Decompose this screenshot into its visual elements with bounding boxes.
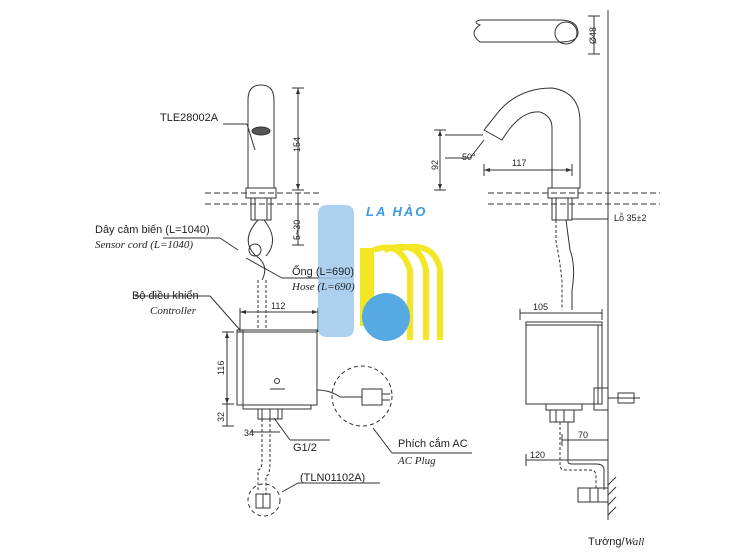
sensor-cord-label-vi: Dây cảm biến (L=1040) (95, 224, 210, 236)
dim-105: 105 (533, 302, 549, 312)
controller-box-right (525, 321, 603, 405)
dim-70: 70 (578, 430, 589, 440)
watermark-text: LA HÀO (366, 204, 428, 219)
ac-plug-label-en: AC Plug (398, 455, 436, 467)
dim-32: 32 (216, 411, 226, 422)
model-faucet-label: TLE28002A (160, 112, 219, 124)
dim-112: 112 (271, 301, 286, 311)
hose-label-en: Hose (L=690) (292, 281, 355, 293)
faucet-body-left (247, 84, 275, 189)
wall-label-en: Wall (624, 536, 645, 548)
dim-diameter-48: Ø48 (588, 26, 598, 44)
wall-label: Tường/Wall (588, 536, 644, 548)
watermark-logo (318, 205, 443, 341)
dim-154: 154 (292, 136, 302, 152)
ac-plug-label-vi: Phích cắm AC (398, 438, 468, 450)
wall-label-vi: Tường/ (588, 536, 625, 548)
controller-label-vi: Bộ điều khiển (132, 290, 199, 302)
controller-box-left (236, 329, 318, 406)
sensor-cord-label-en: Sensor cord (L=1040) (95, 239, 194, 251)
model-valve-label: (TLN01102A) (300, 472, 366, 484)
sensor-window (251, 126, 271, 136)
dim-116: 116 (216, 360, 226, 375)
faucet-top-view (473, 19, 579, 43)
thread-label: G1/2 (293, 442, 317, 454)
hose-label-vi: Ống (L=690) (292, 266, 355, 278)
dim-5-30: 5~30 (292, 219, 302, 240)
hole-label: Lỗ 35±2 (614, 213, 647, 223)
dim-34: 34 (244, 428, 255, 438)
dim-117: 117 (512, 158, 527, 168)
faucet-side-view (483, 87, 581, 189)
dim-92: 92 (430, 159, 440, 170)
controller-label-en: Controller (150, 305, 197, 317)
dim-50-deg: 50° (462, 152, 476, 162)
dim-120: 120 (530, 450, 546, 460)
